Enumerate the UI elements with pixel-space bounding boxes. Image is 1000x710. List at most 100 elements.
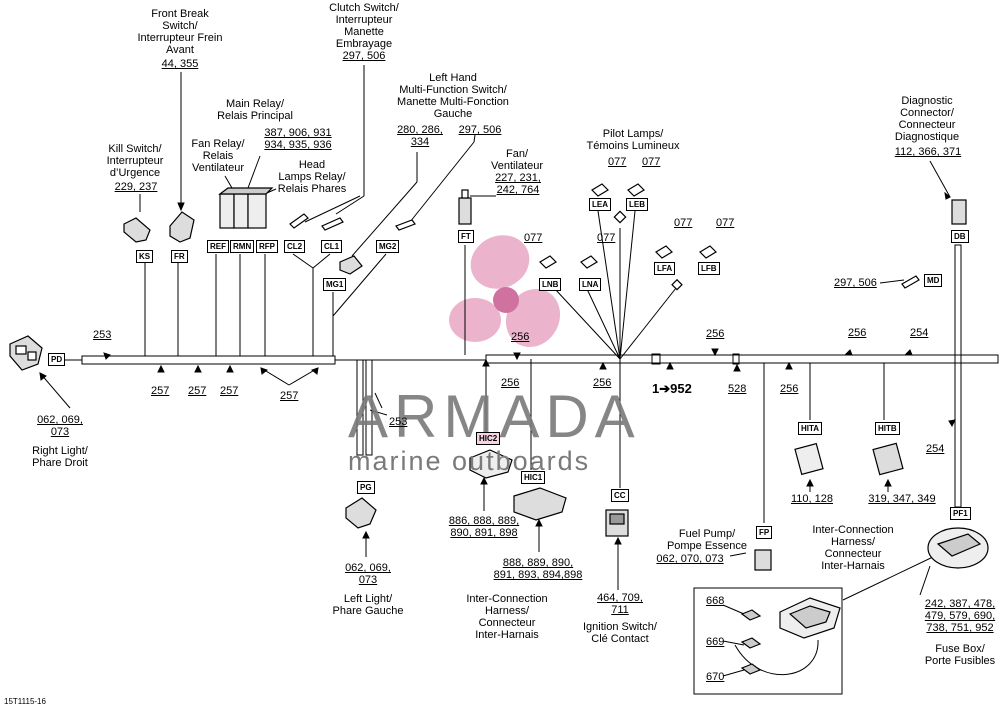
tag-db: DB: [951, 230, 969, 243]
relay-block-icon: [218, 187, 274, 229]
md-refs: 297, 506: [834, 277, 877, 289]
fuse-670-label: 670: [706, 671, 725, 683]
tag-hitb: HITB: [875, 422, 900, 435]
fan-label: Fan/Ventilateur: [491, 148, 543, 172]
tag-pg: PG: [357, 481, 375, 494]
fuse-669-label: 669: [706, 636, 725, 648]
lnb-lamp-icon: [539, 255, 557, 269]
tag-hita: HITA: [798, 422, 823, 435]
wire-257-c: 257: [220, 385, 239, 397]
ft-connector-icon: [458, 189, 472, 225]
tag-cl1: CL1: [321, 240, 343, 253]
tag-rmn: RMN: [230, 240, 255, 253]
ignition-switch-label: Ignition Switch/Clé Contact: [583, 621, 657, 645]
wire-256-f: 256: [848, 327, 867, 339]
lea-lamp-icon: [591, 183, 609, 197]
fuel-pump-label: Fuel Pump/Pompe Essence: [666, 528, 748, 552]
wire-254-b: 254: [926, 443, 945, 455]
wire-1-to-952: 1➔952: [652, 381, 692, 396]
hitb-refs: 319, 347, 349: [868, 493, 936, 505]
tag-cl2: CL2: [284, 240, 306, 253]
fuse-box-label: Fuse Box/Porte Fusibles: [924, 643, 996, 667]
right-light-label: Right Light/Phare Droit: [32, 445, 88, 469]
tag-cc: CC: [611, 489, 629, 502]
pilot-077-3: 077: [524, 232, 543, 244]
pilot-lamps-label: Pilot Lamps/Témoins Lumineux: [586, 128, 680, 152]
fuse-670-icon: [740, 663, 762, 675]
fuel-pump-refs: 062, 070, 073: [656, 553, 724, 565]
lfb-lamp-icon: [699, 245, 717, 259]
pg-connector-icon: [345, 497, 377, 529]
left-hand-refs-b: 297, 506: [458, 124, 502, 136]
mg2-connector-icon: [395, 219, 416, 231]
tag-ks: KS: [136, 250, 154, 263]
wire-253-b: 253: [389, 416, 408, 428]
left-light-refs: 062, 069,073: [345, 562, 391, 586]
pilot-077-5: 077: [674, 217, 693, 229]
tag-fp: FP: [756, 526, 773, 539]
connector-icons: [9, 183, 989, 675]
drawing-code: 15T1115-16: [4, 697, 46, 706]
tag-mg2: MG2: [376, 240, 400, 253]
tag-ref: REF: [207, 240, 229, 253]
left-hand-refs-a: 280, 286,334: [397, 124, 443, 148]
hic2-connector-icon: [469, 449, 513, 479]
wire-256-e: 256: [780, 383, 799, 395]
tag-lea: LEA: [589, 198, 611, 211]
wire-528: 528: [728, 383, 747, 395]
tag-lfa: LFA: [654, 262, 676, 275]
hic1-connector-icon: [513, 487, 567, 521]
fan-refs: 227, 231,242, 764: [495, 172, 541, 196]
ignition-switch-icon: [605, 509, 629, 537]
main-relay-label: Main Relay/Relais Principal: [217, 98, 293, 122]
wire-257-a: 257: [151, 385, 170, 397]
leb-lamp-icon: [627, 183, 645, 197]
pd-connector-icon: [9, 335, 43, 371]
kill-switch-refs: 229, 237: [114, 181, 158, 193]
fr-connector-icon: [169, 211, 195, 243]
tag-rfp: RFP: [256, 240, 278, 253]
diagnostic-connector-refs: 112, 366, 371: [894, 146, 962, 158]
tag-md: MD: [924, 274, 943, 287]
wire-254-a: 254: [910, 327, 929, 339]
hitb-connector-icon: [872, 442, 904, 476]
tag-ft: FT: [458, 230, 474, 243]
hic1-refs: 888, 889, 890,891, 893, 894,898: [493, 557, 583, 581]
wire-256-d: 256: [706, 328, 725, 340]
mg1-connector-icon: [339, 255, 363, 275]
pilot-077-6: 077: [716, 217, 735, 229]
tag-pf1: PF1: [950, 507, 971, 520]
cl1-connector-icon: [321, 217, 344, 231]
tag-hic1: HIC1: [521, 471, 546, 484]
fp-connector-icon: [754, 549, 772, 571]
propeller-watermark-icon: [449, 235, 561, 348]
hita-connector-icon: [794, 442, 824, 476]
lfa-lamp-icon: [655, 245, 673, 259]
ignition-switch-refs: 464, 709,711: [597, 592, 643, 616]
right-light-refs: 062, 069,073: [37, 414, 83, 438]
tag-lna: LNA: [579, 278, 602, 291]
fuse-668-icon: [740, 609, 762, 621]
fuse-box-icon: [927, 527, 989, 569]
hita-refs: 110, 128: [790, 493, 833, 505]
tag-lfb: LFB: [698, 262, 720, 275]
fuse-box-refs: 242, 387, 478,479, 579, 690,738, 751, 95…: [924, 598, 996, 634]
fuse-669-icon: [740, 637, 762, 649]
wire-253-a: 253: [93, 329, 112, 341]
tag-mg1: MG1: [323, 278, 347, 291]
fuse-668-label: 668: [706, 595, 725, 607]
watermark-tagline: marine outboards: [348, 446, 591, 476]
tag-hic2: HIC2: [476, 432, 501, 445]
tag-fr: FR: [171, 250, 188, 263]
wire-256-a: 256: [511, 331, 530, 343]
